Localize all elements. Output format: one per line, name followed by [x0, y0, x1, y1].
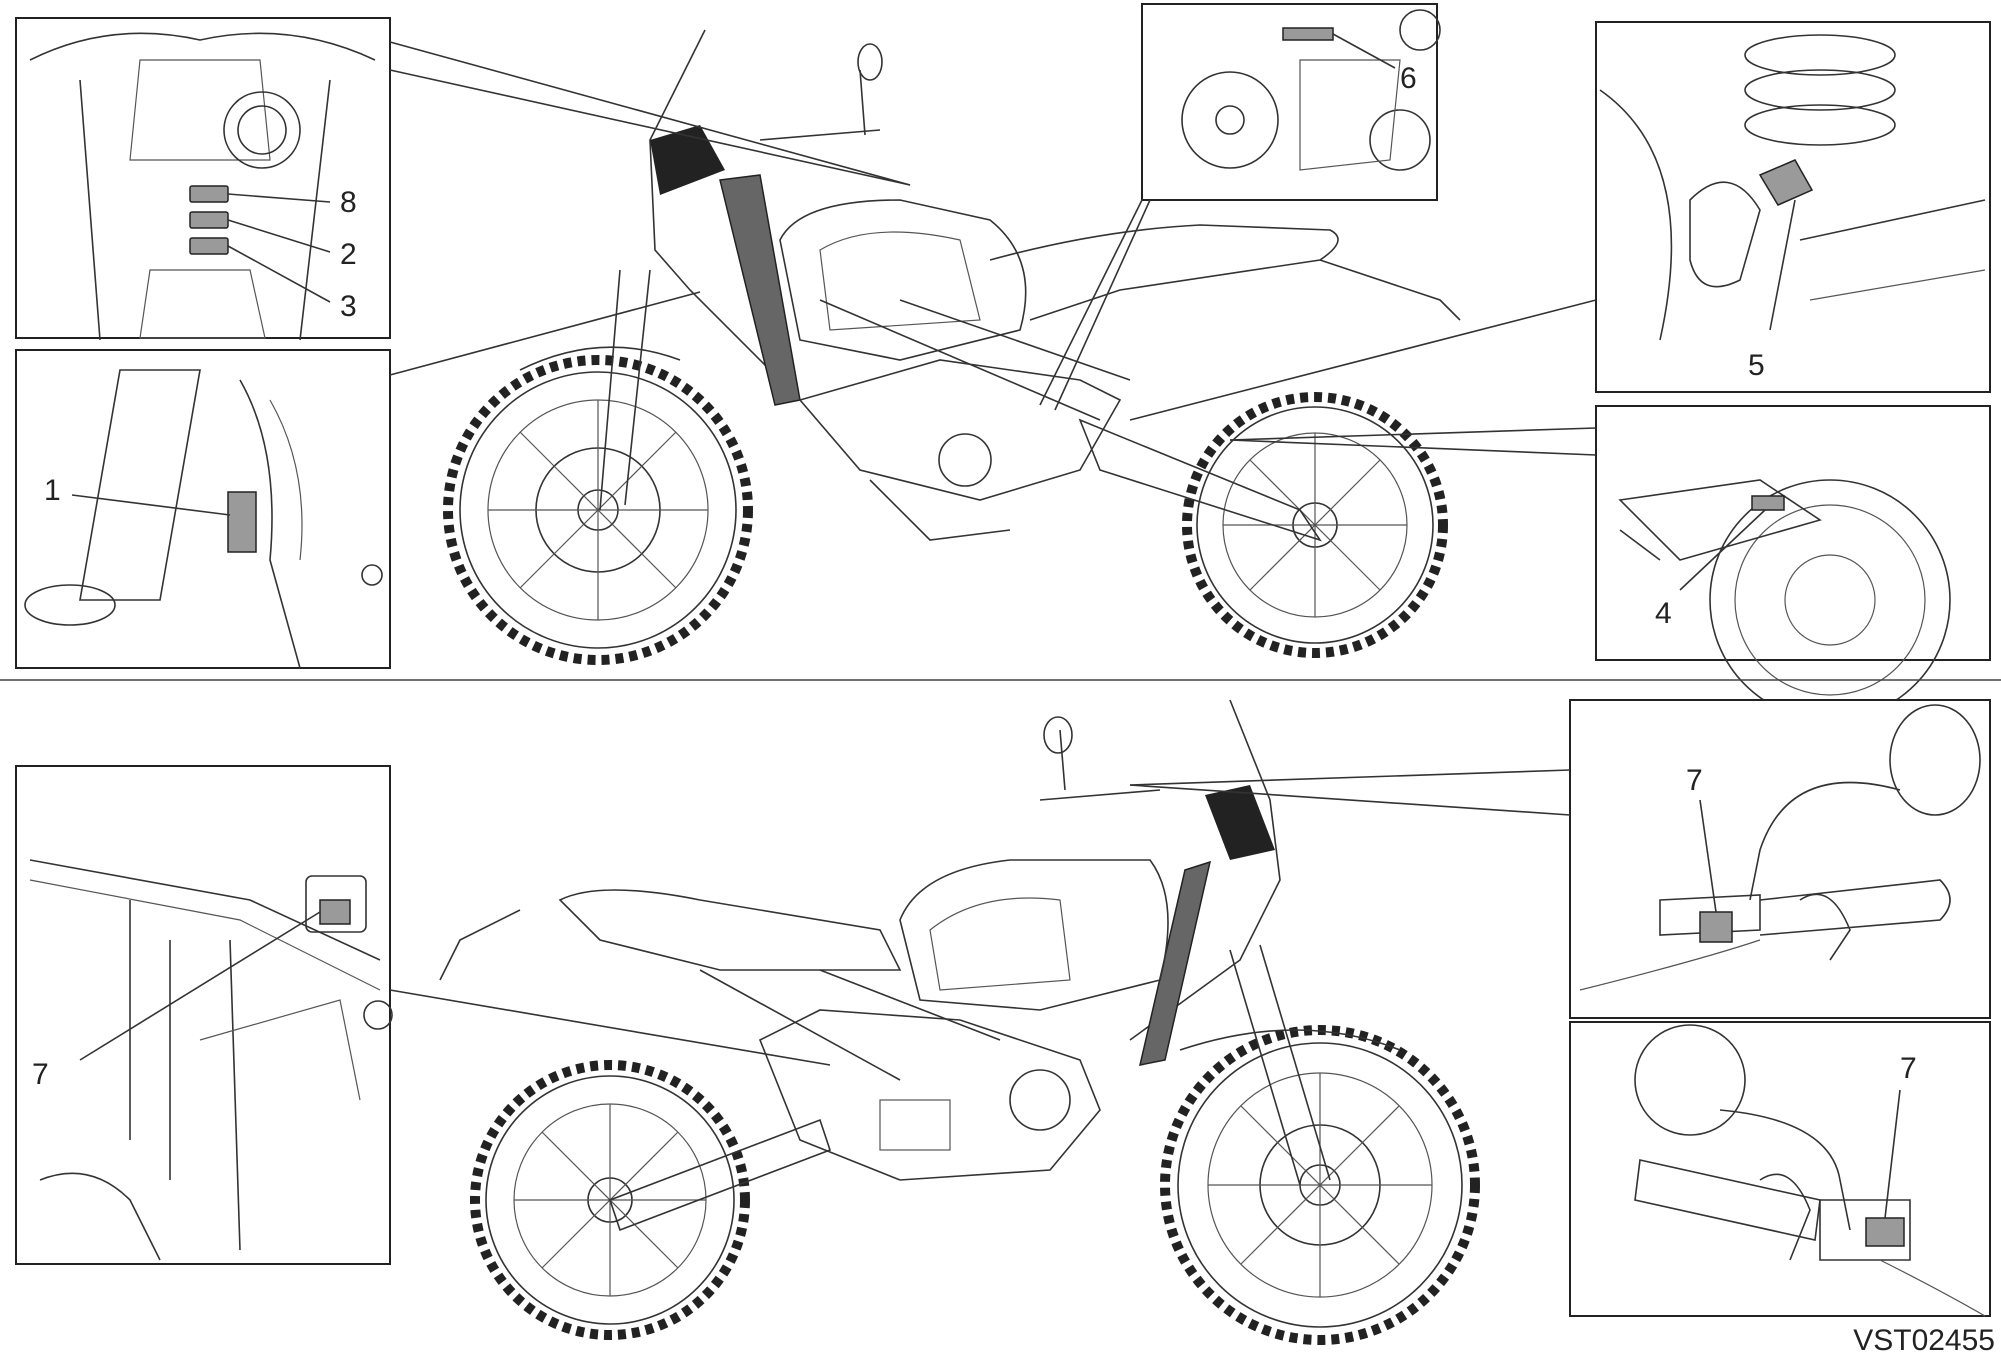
label-position-1	[227, 491, 257, 553]
callout-7-left: 7	[1686, 764, 1703, 797]
label-position-4	[1751, 495, 1785, 511]
inset-steering-head: 8 2 3	[15, 17, 391, 341]
label-position-8	[189, 185, 229, 203]
callout-5: 5	[1748, 349, 1765, 382]
inset-swingarm: 4	[1595, 405, 1991, 721]
inset-fork-leg: 1	[15, 349, 391, 669]
callout-7-right: 7	[1900, 1052, 1917, 1085]
label-position-2	[189, 211, 229, 229]
drawing-code: VST02455	[1853, 1324, 1995, 1357]
callout-2: 2	[340, 238, 357, 271]
label-position-7-left-reservoir	[1699, 911, 1733, 943]
inset-rear-shock: 5	[1595, 21, 1991, 393]
callout-1: 1	[44, 474, 61, 507]
label-position-6	[1282, 27, 1334, 41]
label-position-7-right-reservoir	[1865, 1217, 1905, 1247]
callout-3: 3	[340, 290, 357, 323]
callout-7-rear: 7	[32, 1058, 49, 1091]
top-motorcycle-left-side	[443, 29, 1461, 665]
callout-8: 8	[340, 186, 357, 219]
label-position-3	[189, 237, 229, 255]
inset-rear-brake-reservoir: 7	[15, 765, 393, 1265]
callout-6: 6	[1400, 62, 1417, 95]
inset-left-handlebar-reservoir: 7	[1569, 699, 1991, 1019]
inset-right-handlebar-reservoir: 7	[1569, 1021, 1991, 1317]
bottom-motorcycle-right-side	[439, 699, 1480, 1345]
callout-4: 4	[1655, 597, 1672, 630]
label-position-7-rear-reservoir	[319, 899, 351, 925]
inset-engine-case: 6	[1141, 3, 1441, 201]
label-position-5	[1758, 159, 1814, 206]
